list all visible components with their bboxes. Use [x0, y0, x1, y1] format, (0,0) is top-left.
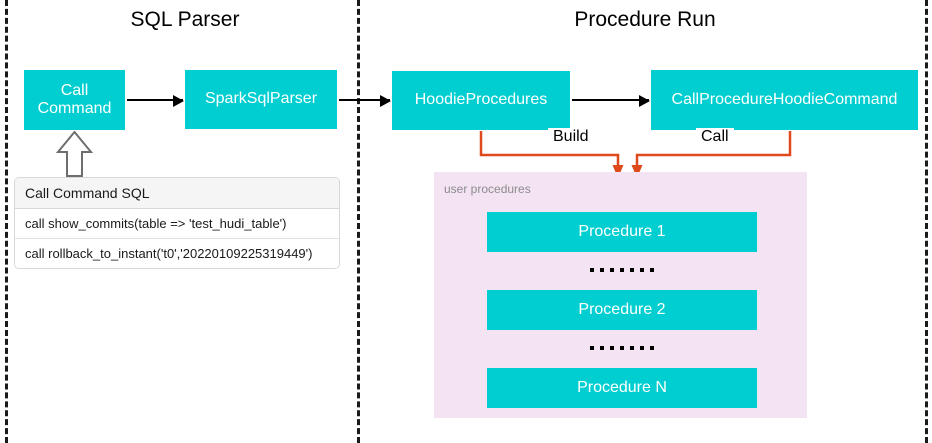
procedure-box-2[interactable]: Procedure 2 [487, 290, 757, 330]
flow-arrow-parser-to-hoodie-procedures [339, 95, 391, 107]
procedure-ellipsis [487, 260, 757, 280]
node-hoodie-procedures[interactable]: HoodieProcedures [392, 71, 570, 130]
section-divider-left [5, 0, 8, 443]
edge-label-call: Call [696, 128, 734, 146]
section-title-procedure-run: Procedure Run [574, 8, 716, 31]
section-divider-right [925, 0, 928, 443]
block-arrow-up-icon [56, 131, 93, 177]
procedure-box-n[interactable]: Procedure N [487, 368, 757, 408]
table-row: call rollback_to_instant('t0','202201092… [15, 239, 339, 268]
procedure-ellipsis [487, 338, 757, 358]
procedure-box-1[interactable]: Procedure 1 [487, 212, 757, 252]
node-call-command[interactable]: Call Command [24, 70, 125, 130]
flow-arrow-hoodie-to-call-procedure [572, 95, 650, 107]
edge-label-build: Build [548, 128, 594, 146]
table-header-call-command-sql: Call Command SQL [15, 178, 339, 209]
table-row: call show_commits(table => 'test_hudi_ta… [15, 209, 339, 239]
flow-arrow-call-command-to-parser [127, 95, 184, 107]
user-procedures-label: user procedures [444, 182, 531, 196]
node-call-procedure-hoodie-command[interactable]: CallProcedureHoodieCommand [651, 70, 918, 130]
node-spark-sql-parser[interactable]: SparkSqlParser [185, 70, 337, 129]
call-command-sql-table: Call Command SQL call show_commits(table… [14, 177, 340, 269]
user-procedures-panel: user procedures Procedure 1 Procedure 2 … [434, 172, 807, 418]
section-divider-middle [357, 0, 360, 443]
section-title-sql-parser: SQL Parser [130, 8, 240, 31]
